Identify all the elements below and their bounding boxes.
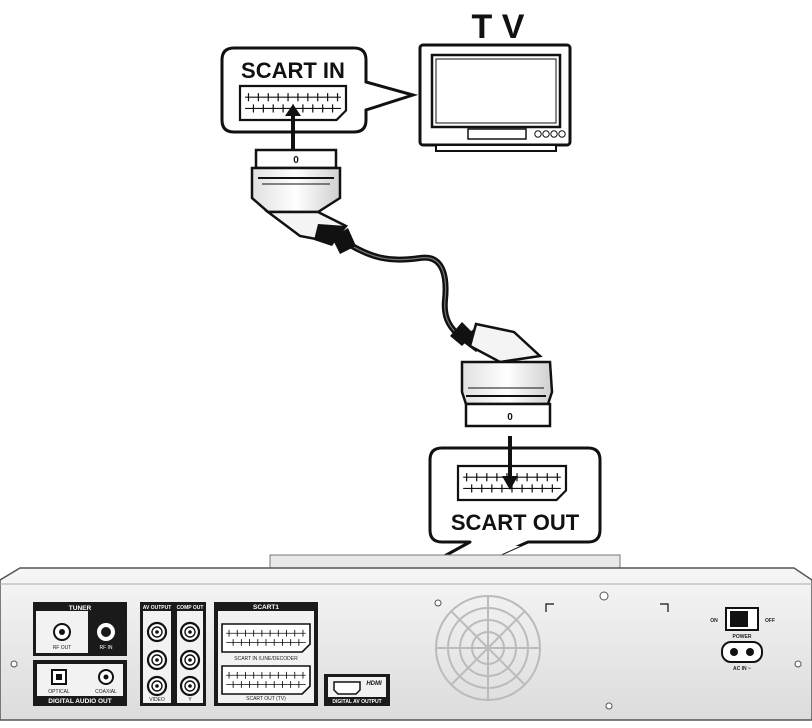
comp-out-label: COMP OUT <box>177 605 204 611</box>
rca-jack-pin <box>188 630 192 634</box>
arrow-up-head-icon <box>285 104 301 116</box>
tv-button-icon <box>558 130 566 138</box>
ac-inlet <box>721 641 763 663</box>
tv-group: T V <box>418 8 572 152</box>
plug-bottom-neck <box>468 322 543 364</box>
socket-shell <box>221 665 311 695</box>
fan-spoke <box>450 610 526 686</box>
tv-control-strip <box>467 128 527 140</box>
coaxial-label: COAXIAL <box>95 689 117 695</box>
plug-top-strain-relief <box>332 228 356 254</box>
panel-screw-icon <box>605 702 613 710</box>
socket-shell <box>221 623 311 653</box>
rf-out-jack-pin <box>59 629 65 635</box>
scart-out-tv-label: SCART OUT (TV) <box>246 696 286 702</box>
arrow-down-head-icon <box>502 476 518 490</box>
cable-highlight <box>334 234 463 339</box>
tv-button-icon <box>542 130 550 138</box>
tv-screen-inner <box>435 58 557 124</box>
power-switch-rocker <box>730 611 748 627</box>
recorder-rear-panel: TUNER RF OUT RF IN OPTICAL COAXIAL DIGIT… <box>0 554 812 721</box>
ac-pin-icon <box>730 648 738 656</box>
ac-pin-icon <box>746 648 754 656</box>
tv-screen <box>430 53 562 129</box>
comp-out-jacks <box>179 621 201 697</box>
optical-label: OPTICAL <box>48 689 70 695</box>
panel-top-lip <box>269 554 621 569</box>
comp-y-label: Y <box>188 697 192 703</box>
plug-top-body <box>250 166 342 214</box>
bracket-mark <box>545 603 554 612</box>
rf-in-jack-inner <box>101 627 111 637</box>
rca-jack-pin <box>155 658 159 662</box>
scart-out-label: SCART OUT <box>451 510 580 535</box>
fan-grille <box>435 595 541 701</box>
scart-cable: 0 0 <box>250 148 554 428</box>
panel-screw-icon <box>794 660 802 668</box>
panel-screw-icon <box>10 660 18 668</box>
optical-jack-inner <box>56 674 62 680</box>
scart-in-line-label: SCART IN /LINE/DECODER <box>234 656 298 662</box>
socket-shell <box>238 84 348 122</box>
panel-screw-icon <box>434 599 442 607</box>
panel-screw-icon <box>599 591 609 601</box>
plug-top-mark: 0 <box>293 155 299 166</box>
hdmi-label: HDMI <box>366 681 382 687</box>
rca-jack-pin <box>188 684 192 688</box>
rf-out-label: RF OUT <box>53 645 72 651</box>
cable-wire <box>332 232 465 341</box>
plug-bottom-tip <box>464 402 552 428</box>
digital-av-output-label: DIGITAL AV OUTPUT <box>332 699 381 705</box>
coaxial-jack-pin <box>103 674 109 680</box>
power-on-label: ON <box>710 618 718 624</box>
power-label: POWER <box>733 634 752 640</box>
plug-bottom-mark: 0 <box>507 412 513 423</box>
scart-in-socket-icon <box>238 84 348 122</box>
digital-audio-out-label: DIGITAL AUDIO OUT <box>48 698 111 705</box>
power-off-label: OFF <box>765 618 775 624</box>
tv-button-icon <box>550 130 558 138</box>
rca-jack-pin <box>188 658 192 662</box>
tuner-label: TUNER <box>69 605 92 612</box>
ac-in-label: AC IN ~ <box>733 666 751 672</box>
av-output-jacks <box>146 621 168 697</box>
scart-in-label: SCART IN <box>241 58 345 83</box>
scart-out-tv-socket <box>221 665 311 695</box>
scart-plug-top: 0 <box>250 148 356 254</box>
scart-plug-bottom: 0 <box>450 322 554 428</box>
power-section: ON OFF POWER AC IN ~ <box>710 607 775 672</box>
plug-bottom-body <box>460 360 554 406</box>
tv-label: T V <box>472 8 525 46</box>
scart-in-line-socket <box>221 623 311 653</box>
scart-in-callout: SCART IN <box>220 46 419 152</box>
hdmi-port <box>333 681 361 695</box>
bracket-mark <box>660 603 669 612</box>
plug-top-boot <box>314 224 346 246</box>
scart1-label: SCART1 <box>253 604 279 611</box>
rca-jack-pin <box>155 630 159 634</box>
av-output-label: AV OUTPUT <box>143 605 172 611</box>
tv-stand <box>435 144 557 152</box>
tv-button-icon <box>534 130 542 138</box>
video-label: VIDEO <box>149 697 165 703</box>
rf-in-label: RF IN <box>99 645 112 651</box>
rca-jack-pin <box>155 684 159 688</box>
